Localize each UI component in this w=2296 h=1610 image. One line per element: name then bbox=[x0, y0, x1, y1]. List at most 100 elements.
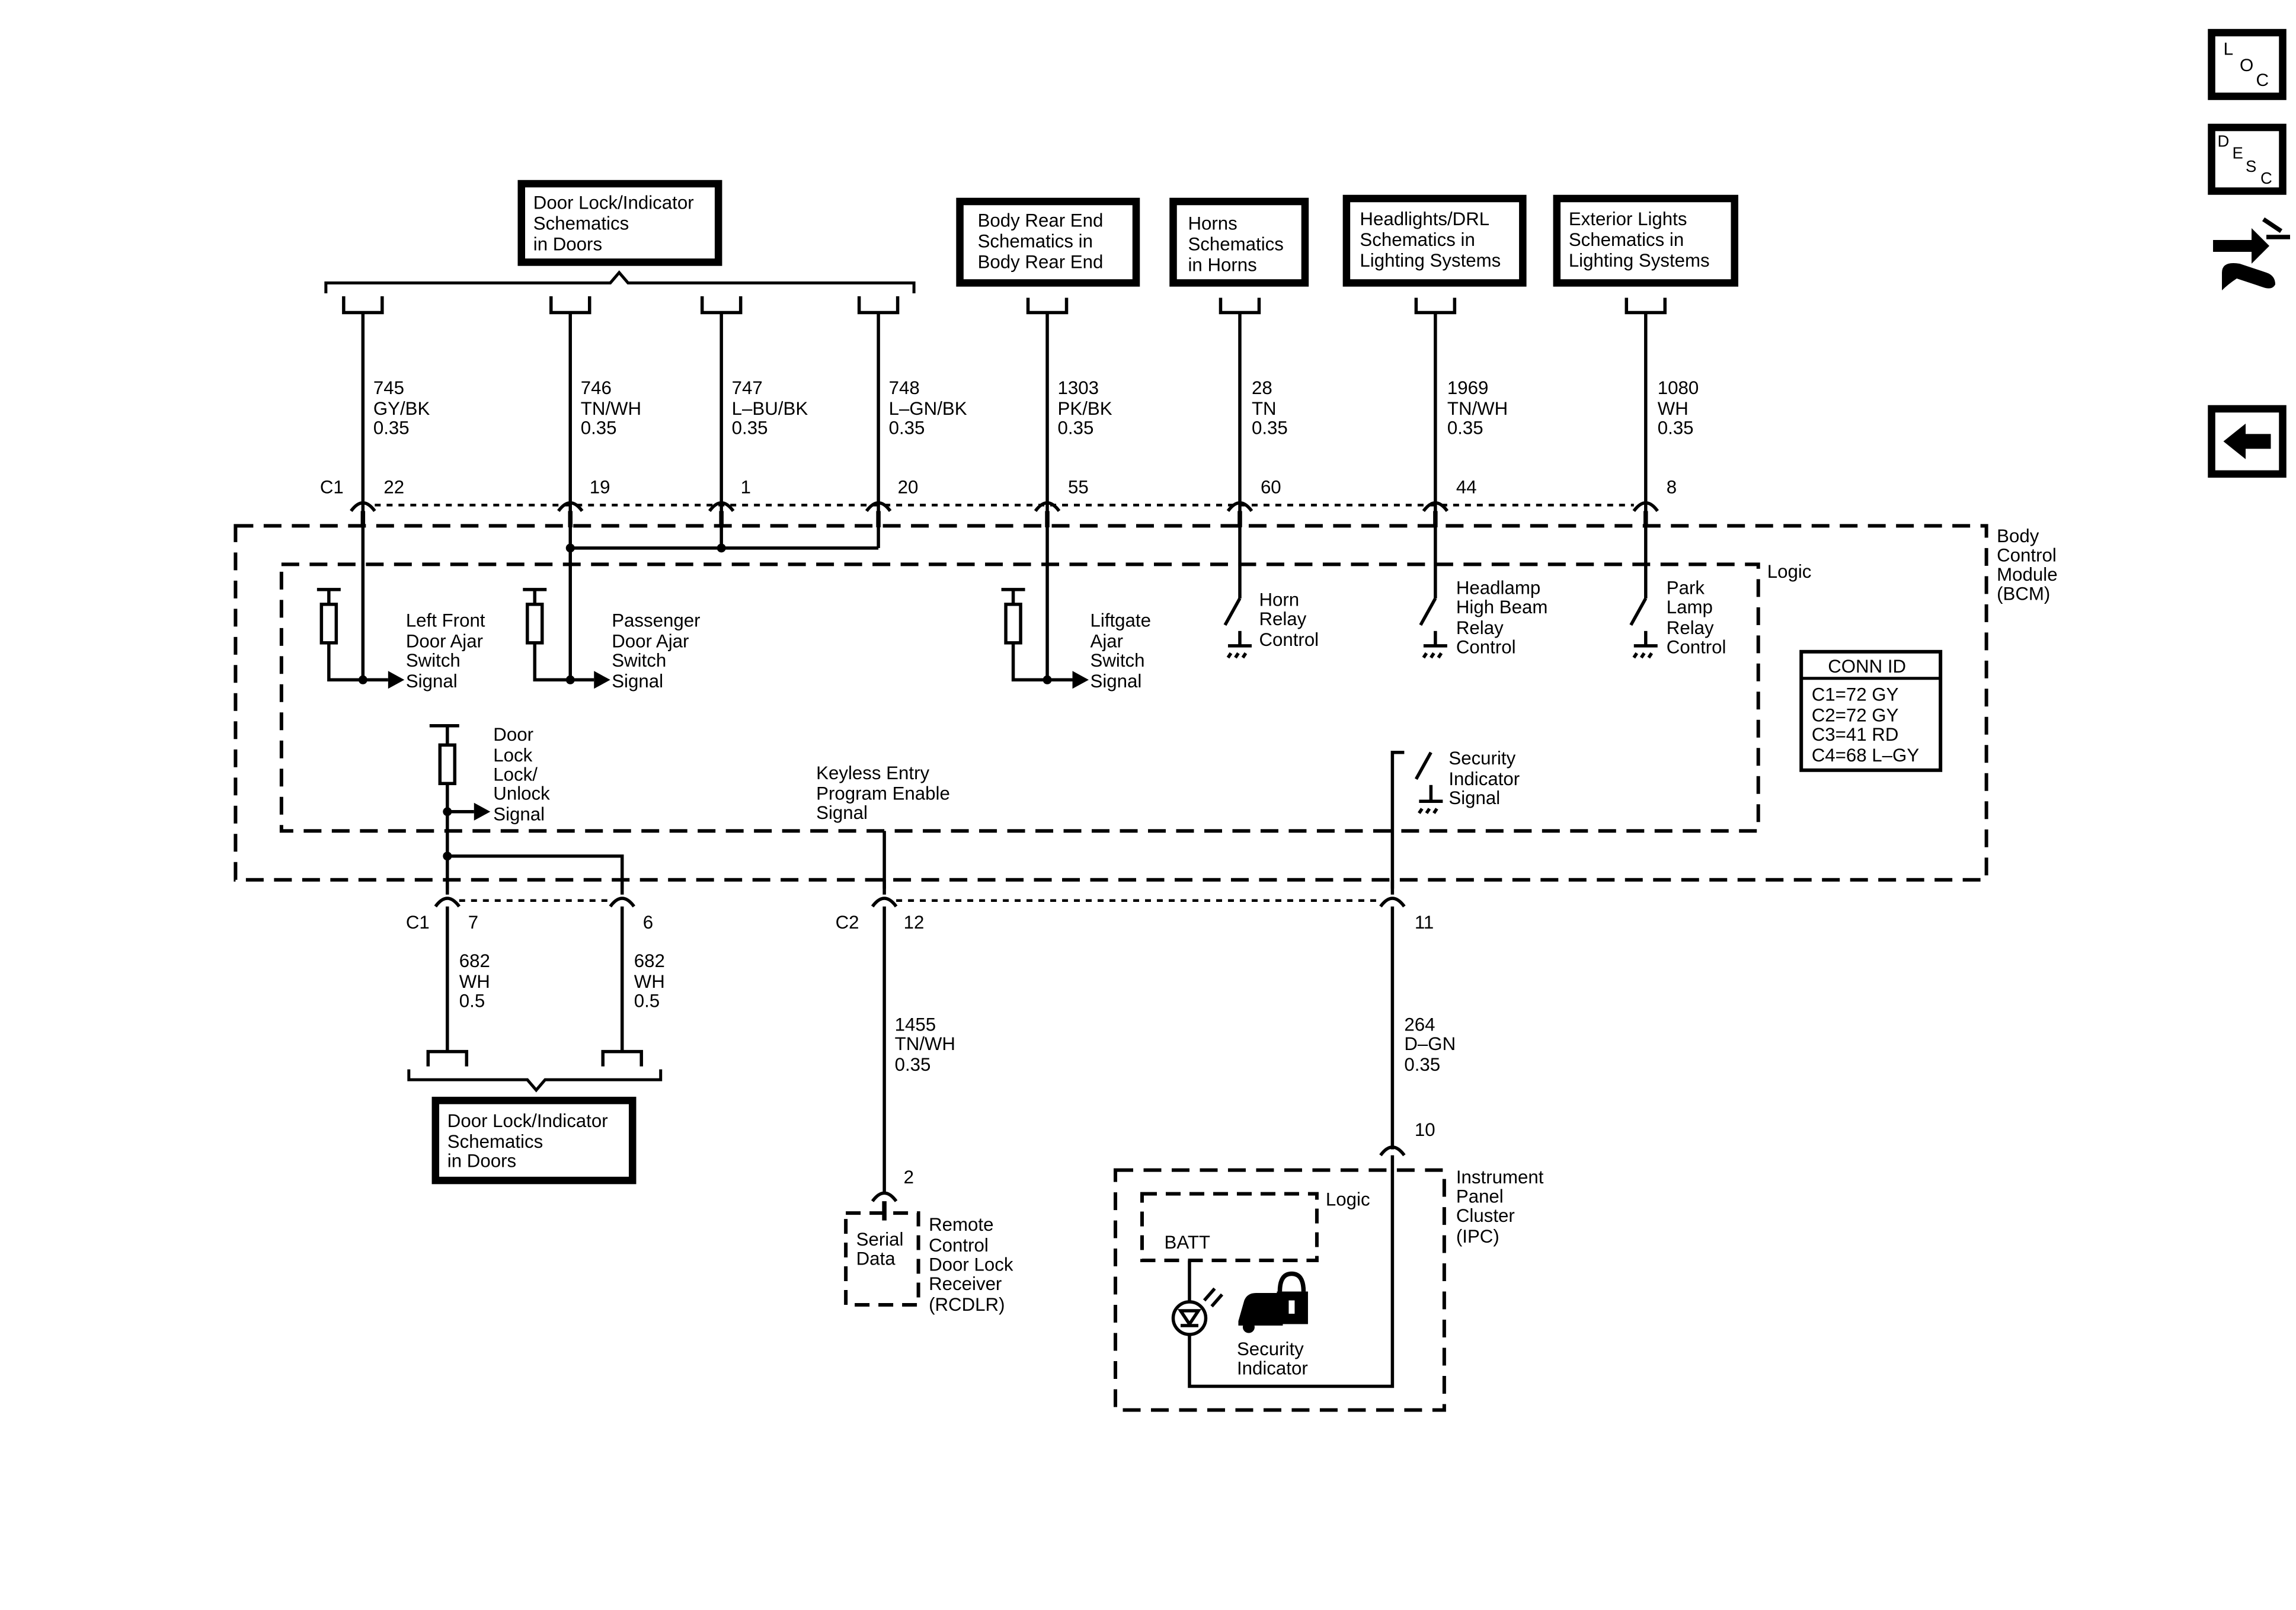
svg-text:D–GN: D–GN bbox=[1404, 1033, 1456, 1054]
brace-top bbox=[324, 270, 916, 293]
connector-c1-top: C1 bbox=[320, 476, 344, 497]
svg-text:0.5: 0.5 bbox=[634, 991, 660, 1012]
pin-1: 1 bbox=[741, 476, 751, 497]
wire-label-1303: 1303 PK/BK 0.35 bbox=[1058, 377, 1112, 438]
svg-text:L–BU/BK: L–BU/BK bbox=[732, 398, 808, 419]
svg-text:Schematics: Schematics bbox=[533, 213, 629, 234]
svg-text:Body Rear End: Body Rear End bbox=[978, 251, 1104, 272]
svg-text:1080: 1080 bbox=[1658, 377, 1699, 398]
svg-text:0.35: 0.35 bbox=[1058, 417, 1094, 438]
pin-60: 60 bbox=[1261, 476, 1281, 497]
svg-text:747: 747 bbox=[732, 377, 763, 398]
svg-text:Keyless Entry: Keyless Entry bbox=[816, 763, 929, 783]
brace-bottom bbox=[407, 1069, 663, 1093]
rcdlr-name: Remote Control Door Lock Receiver (RCDLR… bbox=[929, 1214, 1013, 1315]
back-button[interactable] bbox=[2208, 405, 2287, 478]
security-indicator-switch bbox=[1390, 751, 1443, 889]
svg-text:1969: 1969 bbox=[1447, 377, 1488, 398]
liftgate-ajar-circuit bbox=[1001, 588, 1073, 682]
svg-text:Remote: Remote bbox=[929, 1214, 993, 1235]
pin-6: 6 bbox=[643, 912, 653, 933]
left-front-door-ajar-circuit bbox=[316, 588, 388, 682]
dest-door-lock-bottom[interactable]: Door Lock/Indicator Schematics in Doors bbox=[431, 1096, 637, 1185]
svg-text:0.35: 0.35 bbox=[1404, 1054, 1440, 1075]
svg-text:TN/WH: TN/WH bbox=[895, 1033, 955, 1054]
svg-text:Lighting Systems: Lighting Systems bbox=[1569, 250, 1710, 271]
svg-text:Left Front: Left Front bbox=[406, 610, 485, 630]
svg-text:28: 28 bbox=[1252, 377, 1272, 398]
svg-text:Program Enable: Program Enable bbox=[816, 783, 950, 804]
svg-text:C2=72 GY: C2=72 GY bbox=[1812, 705, 1899, 725]
dest-headlights-drl[interactable]: Headlights/DRL Schematics in Lighting Sy… bbox=[1342, 194, 1527, 287]
svg-text:Relay: Relay bbox=[1456, 617, 1504, 638]
svg-text:Passenger: Passenger bbox=[612, 610, 700, 630]
headlamp-relay-switch bbox=[1419, 597, 1447, 659]
svg-text:Schematics: Schematics bbox=[447, 1131, 543, 1152]
splice-dot bbox=[565, 543, 575, 553]
svg-text:WH: WH bbox=[634, 971, 665, 992]
svg-text:Indicator: Indicator bbox=[1237, 1358, 1308, 1379]
splice-dot bbox=[443, 852, 452, 861]
svg-text:Lamp: Lamp bbox=[1667, 597, 1713, 617]
svg-text:Control: Control bbox=[1259, 629, 1319, 650]
svg-text:TN/WH: TN/WH bbox=[581, 398, 641, 419]
wire-label-1455: 1455 TN/WH 0.35 bbox=[895, 1014, 955, 1075]
loc-button[interactable]: L O C bbox=[2208, 28, 2287, 100]
wire-label-264: 264 D–GN 0.35 bbox=[1404, 1014, 1456, 1075]
security-lock-icon bbox=[1238, 1271, 1308, 1333]
dest-horns[interactable]: Horns Schematics in Horns bbox=[1169, 197, 1309, 287]
svg-text:Ajar: Ajar bbox=[1091, 630, 1124, 651]
arrow-icon bbox=[474, 802, 491, 821]
ipc-terminal bbox=[1379, 1145, 1406, 1157]
svg-text:Control: Control bbox=[1456, 636, 1516, 657]
wire-label-746: 746 TN/WH 0.35 bbox=[581, 377, 641, 438]
svg-text:682: 682 bbox=[459, 950, 490, 971]
horn-relay-label: Horn Relay Control bbox=[1259, 589, 1319, 649]
dest-body-rear-end[interactable]: Body Rear End Schematics in Body Rear En… bbox=[956, 197, 1140, 287]
svg-text:Schematics in: Schematics in bbox=[1569, 229, 1684, 250]
svg-text:Horn: Horn bbox=[1259, 589, 1299, 610]
svg-text:746: 746 bbox=[581, 377, 612, 398]
svg-text:Door Ajar: Door Ajar bbox=[406, 630, 483, 651]
park-relay-switch bbox=[1629, 597, 1658, 659]
wire-label-682a: 682 WH 0.5 bbox=[459, 950, 490, 1011]
svg-text:C3=41 RD: C3=41 RD bbox=[1812, 724, 1899, 745]
dest-door-lock-top[interactable]: Door Lock/Indicator Schematics in Doors bbox=[517, 180, 722, 266]
svg-text:0.35: 0.35 bbox=[889, 417, 925, 438]
splice-dot bbox=[565, 675, 575, 684]
svg-text:Module: Module bbox=[1997, 564, 2057, 585]
svg-text:TN/WH: TN/WH bbox=[1447, 398, 1508, 419]
svg-text:L: L bbox=[2224, 40, 2234, 59]
park-relay-label: Park Lamp Relay Control bbox=[1667, 577, 1726, 657]
bcm-outline bbox=[234, 524, 1988, 882]
svg-text:0.35: 0.35 bbox=[1447, 417, 1483, 438]
wire-label-682b: 682 WH 0.5 bbox=[634, 950, 665, 1011]
svg-text:Unlock: Unlock bbox=[493, 783, 550, 804]
back-arrow-icon bbox=[2223, 423, 2271, 459]
svg-text:C4=68 L–GY: C4=68 L–GY bbox=[1812, 745, 1920, 766]
svg-text:(IPC): (IPC) bbox=[1456, 1226, 1499, 1247]
svg-text:Relay: Relay bbox=[1667, 617, 1714, 638]
bcm-logic-label: Logic bbox=[1767, 561, 1812, 582]
wire-label-1080: 1080 WH 0.35 bbox=[1658, 377, 1699, 438]
wire-label-28: 28 TN 0.35 bbox=[1252, 377, 1288, 438]
svg-text:Receiver: Receiver bbox=[929, 1273, 1002, 1294]
wire-label-745: 745 GY/BK 0.35 bbox=[373, 377, 430, 438]
svg-text:Liftgate: Liftgate bbox=[1091, 610, 1151, 630]
arrow-icon bbox=[388, 671, 405, 689]
connector-wrench-icon[interactable] bbox=[2213, 217, 2291, 290]
arrow-icon bbox=[1072, 671, 1089, 689]
pin-19: 19 bbox=[590, 476, 610, 497]
pin-7: 7 bbox=[468, 912, 478, 933]
svg-text:Body: Body bbox=[1997, 526, 2039, 546]
pin-2: 2 bbox=[904, 1167, 914, 1188]
bottom-stubs bbox=[426, 1049, 643, 1067]
dest-exterior-lights[interactable]: Exterior Lights Schematics in Lighting S… bbox=[1553, 194, 1738, 287]
svg-text:Signal: Signal bbox=[612, 671, 663, 692]
svg-text:Door Lock: Door Lock bbox=[929, 1254, 1013, 1275]
svg-text:L–GN/BK: L–GN/BK bbox=[889, 398, 967, 419]
splice-dot bbox=[717, 543, 726, 553]
desc-button[interactable]: D E S C bbox=[2208, 123, 2287, 195]
svg-text:Signal: Signal bbox=[406, 671, 458, 692]
svg-text:Signal: Signal bbox=[493, 804, 545, 825]
